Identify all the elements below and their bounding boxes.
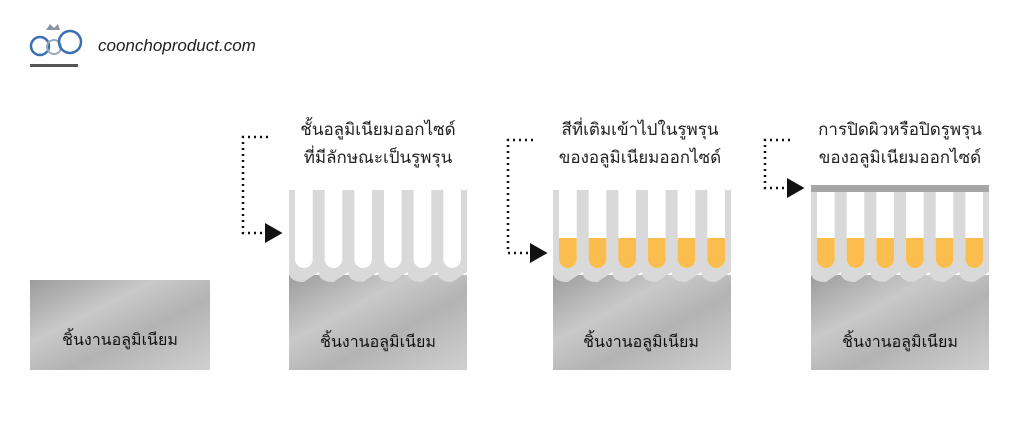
- metal-label-2: ชิ้นงานอลูมิเนียม: [320, 332, 436, 351]
- seal-layer: [811, 185, 989, 192]
- pore: [295, 190, 313, 268]
- dye-fill: [559, 238, 577, 268]
- aluminium-block: [553, 275, 731, 370]
- site-url: coonchoproduct.com: [98, 36, 256, 55]
- caption-line: ของอลูมิเนียมออกไซด์: [818, 148, 982, 168]
- caption-line: การปิดผิวหรือปิดรูพรุน: [818, 120, 982, 140]
- dotted-arrow: [763, 138, 805, 198]
- dye-fill: [648, 238, 666, 268]
- logo: [29, 24, 83, 67]
- pore: [324, 190, 343, 268]
- dye-fill: [876, 238, 894, 268]
- caption-oxide-layer: ชั้นอลูมิเนียมออกไซด์ ที่มีลักษณะเป็นรูพ…: [258, 116, 498, 172]
- oxide-layer: [811, 190, 989, 282]
- dye-fill: [906, 238, 924, 268]
- caption-sealing: การปิดผิวหรือปิดรูพรุน ของอลูมิเนียมออกไ…: [780, 116, 1020, 172]
- caption-line: ของอลูมิเนียมออกไซด์: [558, 148, 722, 168]
- dye-fill: [846, 238, 865, 268]
- aluminium-block: [289, 275, 467, 370]
- aluminium-block: [811, 275, 989, 370]
- dye-fill: [588, 238, 607, 268]
- pore: [443, 190, 461, 268]
- caption-line: ที่มีลักษณะเป็นรูพรุน: [303, 148, 453, 168]
- dye-fill: [935, 238, 954, 268]
- pore: [413, 190, 432, 268]
- dye-fill: [965, 238, 983, 268]
- caption-line: สีที่เติมเข้าไปในรูพรุน: [561, 120, 719, 140]
- dye-fill: [817, 238, 835, 268]
- dye-fill: [707, 238, 725, 268]
- pore: [384, 190, 402, 268]
- oxide-layer: [289, 190, 467, 282]
- metal-label-3: ชิ้นงานอลูมิเนียม: [583, 332, 699, 351]
- dye-fill: [677, 238, 696, 268]
- pore: [354, 190, 372, 268]
- metal-label-1: ชิ้นงานอลูมิเนียม: [62, 330, 178, 349]
- dye-fill: [618, 238, 636, 268]
- dotted-arrow: [241, 135, 283, 243]
- caption-dye: สีที่เติมเข้าไปในรูพรุน ของอลูมิเนียมออก…: [520, 116, 760, 172]
- oxide-layer: [553, 190, 731, 282]
- metal-label-4: ชิ้นงานอลูมิเนียม: [842, 332, 958, 351]
- aluminium-block: [30, 280, 210, 370]
- dotted-arrow: [506, 138, 548, 263]
- caption-line: ชั้นอลูมิเนียมออกไซด์: [300, 120, 456, 140]
